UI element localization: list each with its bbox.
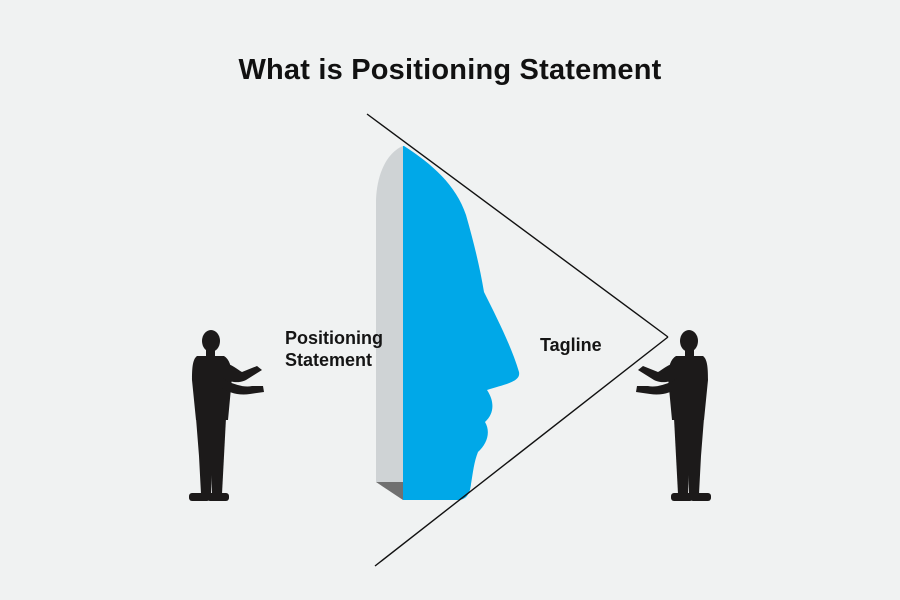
man-silhouette-icon <box>636 330 711 501</box>
positioning-label-line1: Positioning <box>285 328 383 348</box>
triangle-bottom-edge <box>374 336 669 567</box>
head-front-face <box>403 146 520 500</box>
head-base-shadow <box>376 482 403 500</box>
positioning-label-line2: Statement <box>285 350 373 370</box>
head-side-panel <box>376 146 403 482</box>
diagram-title: What is Positioning Statement <box>238 54 662 86</box>
tagline-label: Tagline <box>540 335 602 355</box>
triangle-top-edge <box>366 113 669 338</box>
head-profile-icon <box>376 146 520 500</box>
perception-triangle <box>366 113 669 567</box>
positioning-statement-label: Positioning Statement <box>285 327 405 371</box>
man-silhouette-icon <box>189 330 264 501</box>
